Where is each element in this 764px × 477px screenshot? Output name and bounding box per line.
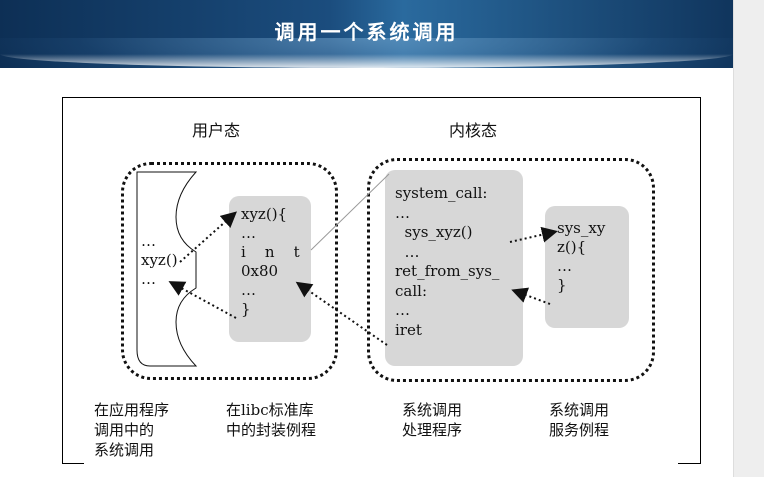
caption-line: 服务例程 [549, 421, 610, 439]
service-routine-box [545, 206, 629, 328]
code-line: system_call: [395, 184, 488, 202]
code-line: … [395, 203, 410, 222]
libc-wrapper-code: xyz(){ … i n t 0x80 … } [241, 205, 300, 319]
caption-line: 中的封装例程 [226, 421, 317, 439]
scrollbar[interactable] [733, 0, 764, 477]
libc-wrapper-box [229, 196, 311, 342]
code-line: … [395, 301, 410, 319]
diagram-frame [62, 97, 701, 464]
code-line: … [395, 242, 420, 261]
arrow-call-to-libc [179, 211, 237, 263]
code-line: 0x80 [241, 262, 279, 280]
caption-libc-wrapper: 在libc标准库 中的封装例程 [226, 400, 316, 440]
code-line: sys_xy [557, 219, 606, 237]
user-mode-region [121, 162, 338, 380]
caption-line: 处理程序 [402, 421, 463, 439]
kernel-mode-label: 内核态 [449, 121, 498, 140]
code-line: } [241, 300, 251, 318]
code-line: … [141, 232, 156, 250]
caption-syscall-handler: 系统调用 处理程序 [402, 400, 462, 440]
caption-line: 系统调用 [549, 401, 610, 419]
arrow-to-service-routine [509, 226, 558, 243]
user-mode-label: 用户态 [192, 121, 241, 140]
kernel-mode-region [367, 158, 655, 382]
app-program-code: … xyz() … [141, 232, 178, 289]
caption-app-syscall: 在应用程序 调用中的 系统调用 [94, 400, 169, 460]
code-line: … [557, 257, 572, 275]
slide-title: 调用一个系统调用 [274, 20, 459, 44]
code-line: … [241, 224, 256, 242]
system-call-handler-box [385, 170, 523, 366]
arrow-iret-to-libc [295, 281, 388, 346]
code-line: iret [395, 320, 422, 339]
trap-line [310, 173, 390, 251]
service-routine-code: sys_xy z(){ … } [557, 219, 605, 295]
code-line: … [141, 270, 156, 288]
code-line: xyz(){ [241, 205, 288, 223]
code-line: … [241, 281, 256, 299]
caption-line: 调用中的 [94, 421, 155, 439]
code-line: } [557, 276, 567, 294]
slide-header: 调用一个系统调用 [0, 0, 733, 68]
code-line: xyz() [141, 251, 178, 269]
caption-service-routine: 系统调用 服务例程 [549, 400, 609, 440]
code-line: i n t [241, 243, 300, 261]
code-line: ret_from_sys_ [395, 262, 500, 280]
code-line: call: [395, 281, 427, 300]
code-line: sys_xyz() [395, 223, 473, 241]
caption-line: 在应用程序 [94, 401, 170, 419]
frame-bottom-left-tick [62, 463, 84, 464]
arrow-service-return [511, 287, 551, 305]
caption-line: 系统调用 [94, 441, 155, 459]
app-program-shape [136, 171, 198, 367]
frame-bottom-right-tick [678, 463, 700, 464]
code-line: z(){ [557, 238, 587, 256]
caption-line: 在libc标准库 [226, 401, 314, 419]
arrow-libc-return [168, 281, 237, 319]
system-call-handler-code: system_call: … sys_xyz() … ret_from_sys_… [395, 184, 499, 340]
caption-line: 系统调用 [402, 401, 463, 419]
